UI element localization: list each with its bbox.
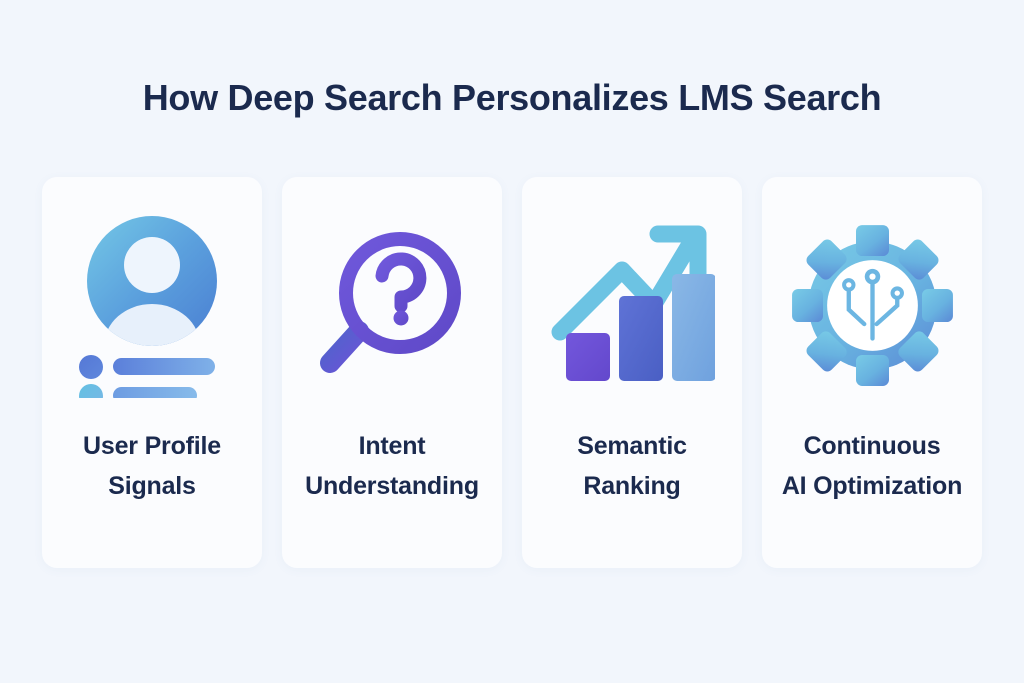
card-label-line1: Semantic — [577, 432, 687, 460]
card-continuous-ai-optimization[interactable]: Continuous AI Optimization — [762, 177, 982, 568]
card-label-line1: User Profile — [83, 432, 221, 460]
card-label: User Profile Signals — [42, 427, 262, 506]
card-label-line2: Ranking — [583, 471, 681, 500]
card-label: Continuous AI Optimization — [762, 427, 982, 506]
card-user-profile-signals[interactable]: User Profile Signals — [42, 177, 262, 568]
card-label: Intent Understanding — [282, 427, 502, 506]
card-label-line2: AI Optimization — [781, 471, 963, 500]
card-label-line1: Intent — [358, 432, 426, 460]
card-label: Semantic Ranking — [522, 427, 742, 506]
card-intent-understanding[interactable]: Intent Understanding — [282, 177, 502, 568]
user-profile-avatar-icon — [42, 177, 262, 427]
card-label-line2: Understanding — [305, 471, 479, 500]
card-label-line2: Signals — [108, 471, 196, 500]
bar-chart-growth-arrow-icon — [522, 177, 742, 427]
gear-circuit-ai-icon — [762, 177, 982, 427]
feature-cards-row: User Profile Signals — [42, 177, 982, 568]
card-semantic-ranking[interactable]: Semantic Ranking — [522, 177, 742, 568]
magnifier-question-icon — [282, 177, 502, 427]
page-title: How Deep Search Personalizes LMS Search — [142, 77, 882, 118]
card-label-line1: Continuous — [803, 432, 941, 460]
